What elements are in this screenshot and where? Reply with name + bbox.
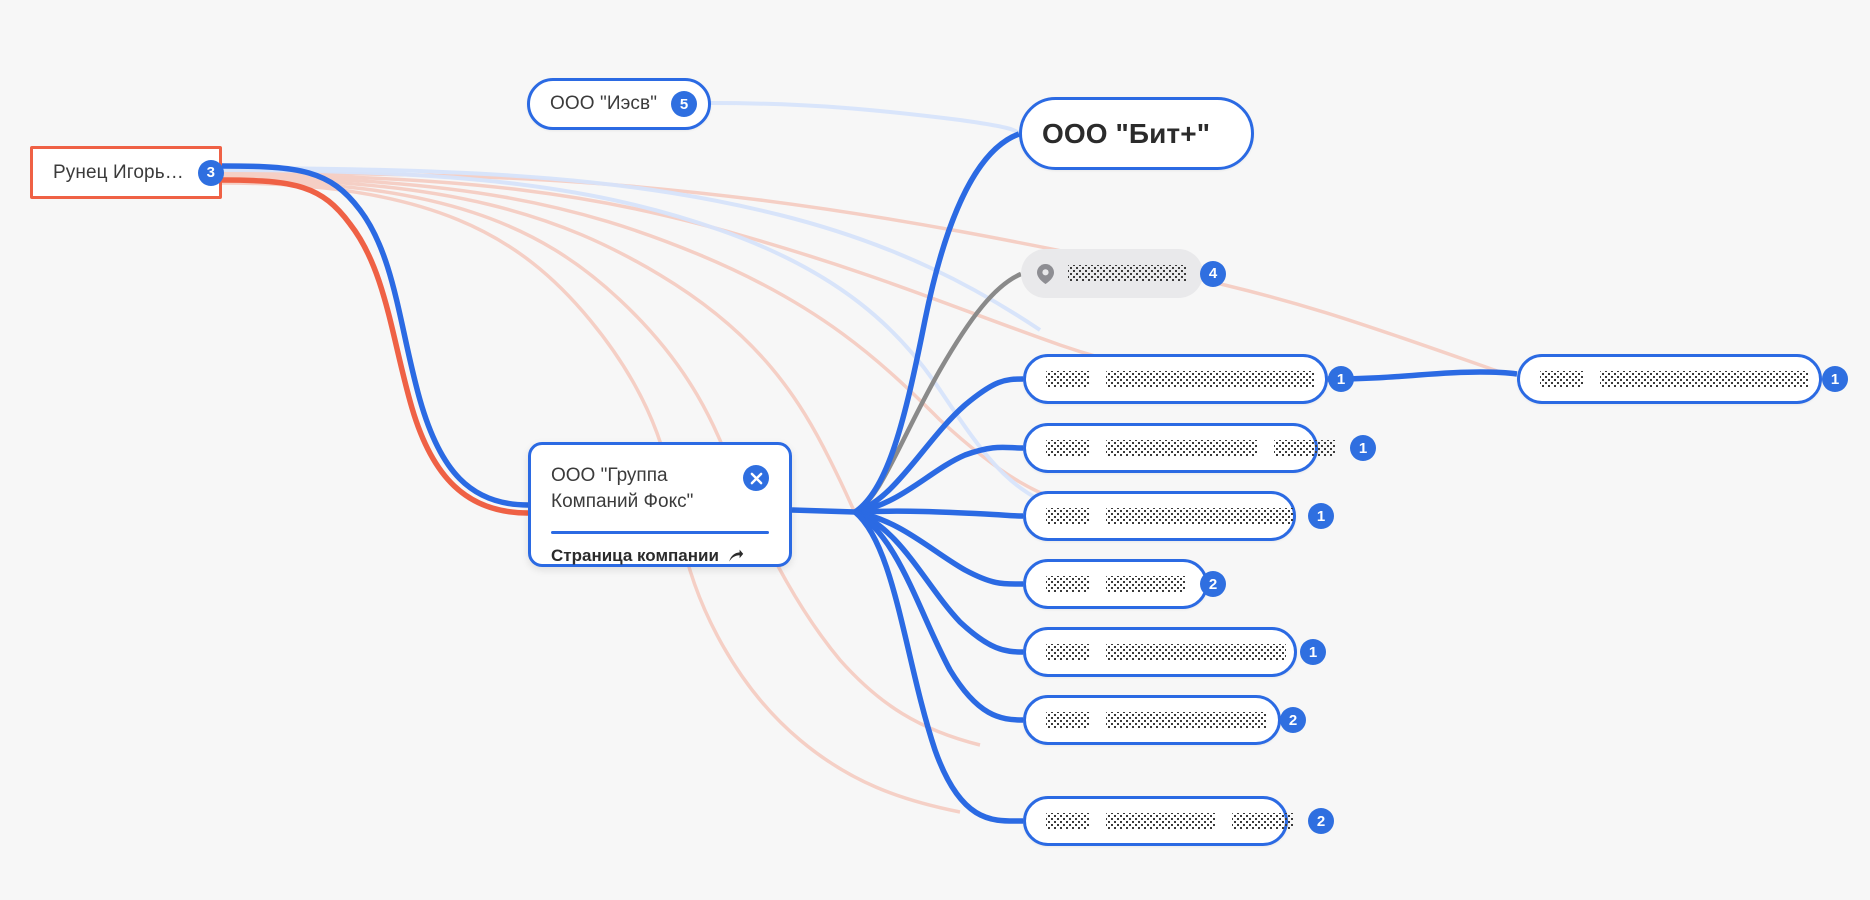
node-branch-4[interactable]: 2 bbox=[1023, 559, 1226, 609]
node-ooo-iesv-badge: 5 bbox=[671, 91, 698, 117]
node-branch-2-redacted-text bbox=[1046, 439, 1336, 457]
redacted-text-segment bbox=[1068, 265, 1186, 282]
company-page-link-label: Страница компании bbox=[551, 546, 719, 565]
node-branch-far-right-redacted-text bbox=[1540, 370, 1808, 388]
company-card-divider bbox=[551, 531, 769, 534]
node-ooo-bit-plus-label: ООО "Бит+" bbox=[1042, 117, 1211, 149]
location-pin-icon bbox=[1037, 263, 1054, 284]
node-person-label: Рунец Игорь… bbox=[53, 161, 184, 183]
node-person-badge: 3 bbox=[197, 159, 224, 186]
redacted-text-segment bbox=[1106, 370, 1314, 388]
redacted-text-segment bbox=[1046, 507, 1090, 525]
node-branch-far-right-badge: 1 bbox=[1822, 366, 1848, 392]
share-arrow-icon bbox=[729, 549, 744, 562]
node-branch-6-badge: 2 bbox=[1280, 707, 1306, 733]
redacted-text-segment bbox=[1046, 812, 1090, 830]
node-branch-2-badge: 1 bbox=[1350, 435, 1376, 461]
node-address[interactable]: 4 bbox=[1021, 249, 1226, 298]
redacted-text-segment bbox=[1106, 812, 1216, 830]
company-card-title: ООО "Группа Компаний Фокс" bbox=[551, 465, 694, 512]
redacted-text-segment bbox=[1046, 711, 1090, 729]
node-address-badge: 4 bbox=[1200, 260, 1226, 287]
company-popup-card[interactable]: ООО "Группа Компаний Фокс" Страница комп… bbox=[528, 442, 792, 567]
node-address-redacted-text bbox=[1068, 265, 1186, 282]
redacted-text-segment bbox=[1106, 643, 1286, 661]
redacted-text-segment bbox=[1232, 812, 1294, 830]
node-ooo-iesv-label: ООО "Иэсв" bbox=[550, 93, 658, 114]
node-branch-7-redacted-text bbox=[1046, 812, 1294, 830]
node-branch-3-badge: 1 bbox=[1308, 503, 1334, 529]
node-person-runec-igor[interactable]: Рунец Игорь… 3 bbox=[30, 146, 224, 199]
node-branch-5[interactable]: 1 bbox=[1023, 627, 1326, 677]
node-branch-far-right[interactable]: 1 bbox=[1517, 354, 1848, 404]
company-page-link[interactable]: Страница компании bbox=[551, 546, 744, 566]
node-branch-1-badge: 1 bbox=[1328, 366, 1354, 392]
node-branch-7[interactable]: 2 bbox=[1023, 796, 1334, 846]
node-branch-6-redacted-text bbox=[1046, 711, 1266, 729]
close-icon[interactable] bbox=[743, 465, 769, 491]
node-branch-1[interactable]: 1 bbox=[1023, 354, 1354, 404]
node-branch-6[interactable]: 2 bbox=[1023, 695, 1306, 745]
node-ooo-bit-plus[interactable]: ООО "Бит+" bbox=[1019, 97, 1254, 170]
redacted-text-segment bbox=[1046, 439, 1090, 457]
redacted-text-segment bbox=[1106, 711, 1266, 729]
redacted-text-segment bbox=[1106, 575, 1186, 593]
redacted-text-segment bbox=[1106, 439, 1258, 457]
node-branch-3[interactable]: 1 bbox=[1023, 491, 1334, 541]
redacted-text-segment bbox=[1046, 370, 1090, 388]
node-branch-4-badge: 2 bbox=[1200, 571, 1226, 597]
node-branch-2[interactable]: 1 bbox=[1023, 423, 1376, 473]
company-card-header: ООО "Группа Компаний Фокс" bbox=[551, 463, 769, 515]
node-branch-3-redacted-text bbox=[1046, 507, 1294, 525]
redacted-text-segment bbox=[1274, 439, 1336, 457]
redacted-text-segment bbox=[1046, 643, 1090, 661]
node-ooo-iesv[interactable]: ООО "Иэсв" 5 bbox=[527, 78, 711, 130]
node-branch-5-redacted-text bbox=[1046, 643, 1286, 661]
node-branch-4-redacted-text bbox=[1046, 575, 1186, 593]
redacted-text-segment bbox=[1600, 370, 1808, 388]
node-branch-7-badge: 2 bbox=[1308, 808, 1334, 834]
redacted-text-segment bbox=[1106, 507, 1294, 525]
node-branch-5-badge: 1 bbox=[1300, 639, 1326, 665]
redacted-text-segment bbox=[1046, 575, 1090, 593]
redacted-text-segment bbox=[1540, 370, 1584, 388]
node-branch-1-redacted-text bbox=[1046, 370, 1314, 388]
